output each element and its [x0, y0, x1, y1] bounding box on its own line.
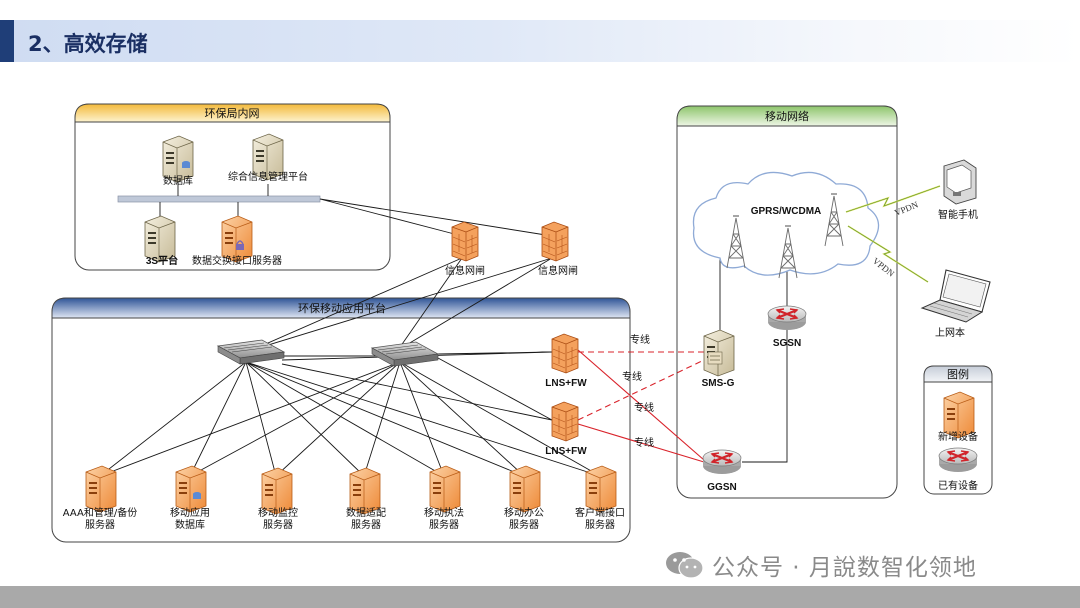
server-enforcement-label-1: 移动执法	[424, 506, 464, 519]
footer-bar	[0, 586, 1080, 608]
server-office: 移动办公 服务器	[504, 465, 544, 531]
dedicated-line-label-1: 专线	[630, 333, 650, 346]
server-adapter: 数据适配 服务器	[346, 467, 386, 531]
lan-panel-title: 环保局内网	[205, 106, 260, 120]
platform-panel: 环保移动应用平台	[51, 297, 631, 543]
server-office-label-2: 服务器	[509, 518, 539, 531]
legend-new-device: 新增设备	[938, 391, 978, 443]
header-accent	[0, 20, 14, 62]
server-aaa-label-2: 服务器	[85, 518, 115, 531]
gprs-label: GPRS/WCDMA	[751, 206, 822, 217]
laptop-icon: 上网本	[920, 269, 991, 339]
server-monitor: 移动监控 服务器	[258, 467, 298, 531]
server-aaa: AAA和管理/备份 服务器	[63, 465, 137, 531]
ggsn-router: GGSN	[701, 448, 743, 493]
platform-3s-server: 3S平台	[144, 215, 178, 267]
dedicated-line-label-2: 专线	[622, 370, 642, 383]
dedicated-line-label-4: 专线	[634, 436, 654, 449]
server-client-interface-label-2: 服务器	[585, 518, 615, 531]
gateway-2-label: 信息网闸	[538, 264, 578, 277]
platform-panel-title: 环保移动应用平台	[298, 301, 386, 315]
sms-g-label: SMS-G	[702, 378, 735, 389]
exchange-server: 数据交换接口服务器	[192, 215, 282, 267]
server-client-interface-label-1: 客户端接口	[575, 506, 625, 519]
server-app-db-label-1: 移动应用	[170, 506, 210, 519]
legend-existing-device: 已有设备	[937, 446, 979, 492]
header-bar	[0, 20, 1080, 62]
database-label: 数据库	[163, 174, 193, 187]
info-platform-server: 综合信息管理平台	[228, 133, 308, 183]
lns-firewall-2: LNS+FW	[545, 401, 587, 457]
lns-1-label: LNS+FW	[545, 378, 587, 389]
wechat-icon	[666, 552, 704, 579]
server-app-db: 移动应用 数据库	[170, 465, 210, 531]
platform-3s-label: 3S平台	[146, 254, 178, 267]
phone-label: 智能手机	[938, 208, 978, 221]
lns-firewall-1: LNS+FW	[545, 333, 587, 389]
smartphone-icon: 智能手机	[938, 159, 978, 221]
exchange-server-label: 数据交换接口服务器	[192, 254, 282, 267]
server-enforcement-label-2: 服务器	[429, 518, 459, 531]
page-title: 2、高效存储	[28, 32, 148, 56]
sgsn-label: SGSN	[773, 338, 801, 349]
server-adapter-label-2: 服务器	[351, 518, 381, 531]
server-monitor-label-1: 移动监控	[258, 506, 298, 519]
ggsn-label: GGSN	[707, 482, 736, 493]
legend-existing-device-label: 已有设备	[938, 479, 978, 492]
lns-2-label: LNS+FW	[545, 446, 587, 457]
server-app-db-label-2: 数据库	[175, 518, 205, 531]
laptop-label: 上网本	[935, 326, 965, 339]
legend-new-device-label: 新增设备	[938, 430, 978, 443]
sms-g-server: SMS-G	[702, 329, 735, 389]
sgsn-router: SGSN	[766, 304, 808, 349]
server-client-interface: 客户端接口 服务器	[575, 465, 625, 531]
gateway-1-firewall: 信息网闸	[445, 221, 485, 277]
server-office-label-1: 移动办公	[504, 506, 544, 519]
gprs-cloud: GPRS/WCDMA	[692, 171, 880, 279]
watermark-text: 公众号 · 月說数智化领地	[712, 555, 977, 581]
vpdn-links	[845, 185, 941, 283]
mobile-network-panel-title: 移动网络	[765, 109, 809, 123]
gateway-1-label: 信息网闸	[445, 264, 485, 277]
server-monitor-label-2: 服务器	[263, 518, 293, 531]
info-platform-label: 综合信息管理平台	[228, 170, 308, 183]
lan-bus	[117, 195, 321, 203]
dedicated-lines	[577, 349, 705, 463]
server-enforcement: 移动执法 服务器	[424, 465, 464, 531]
legend-title: 图例	[947, 367, 969, 381]
database-server: 数据库	[162, 135, 194, 187]
server-adapter-label-1: 数据适配	[346, 506, 386, 519]
dedicated-line-label-3: 专线	[634, 401, 654, 414]
gateway-2-firewall: 信息网闸	[538, 221, 578, 277]
server-aaa-label-1: AAA和管理/备份	[63, 506, 137, 519]
